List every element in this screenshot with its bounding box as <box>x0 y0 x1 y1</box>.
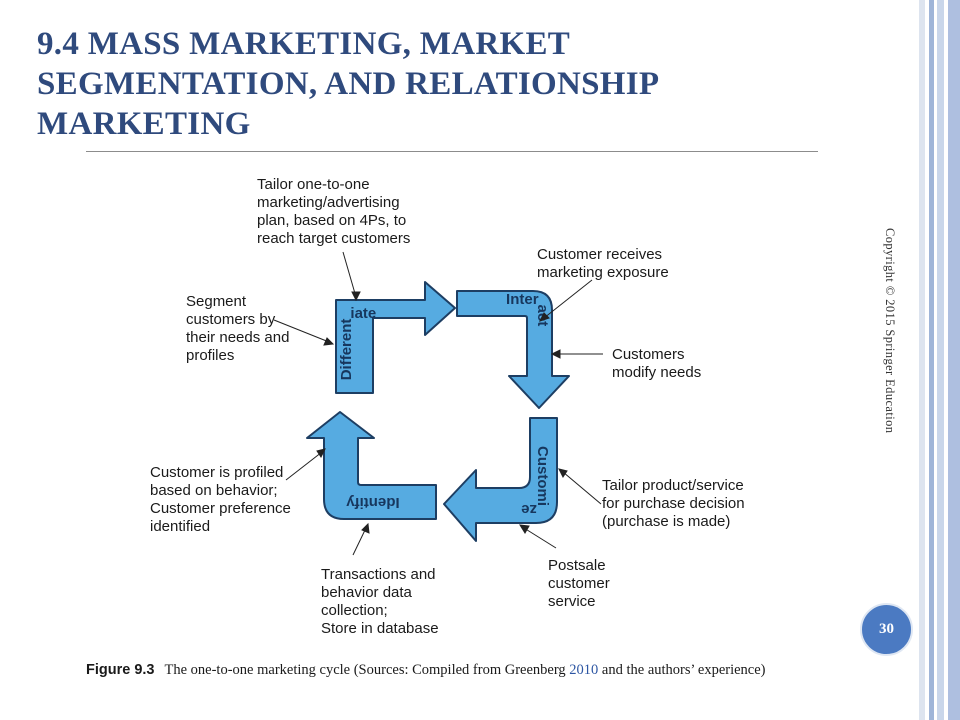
note-profiled: Customer is profiled based on behavior; … <box>150 464 291 535</box>
pointer-tailor-product-head <box>558 468 568 478</box>
pointer-exposure <box>543 279 593 319</box>
pointer-tailor-plan-head <box>351 291 361 302</box>
pointer-transactions-head <box>361 522 370 534</box>
copyright-text: Copyright © 2015 Springer Education <box>883 228 897 434</box>
note-exposure: Customer receives marketing exposure <box>537 246 669 281</box>
side-border-outer <box>948 0 960 720</box>
pointer-exposure-head <box>539 312 550 322</box>
slide-title: 9.4 MASS MARKETING, MARKET SEGMENTATION,… <box>37 26 658 142</box>
identify-arrow <box>306 411 437 520</box>
pointer-postsale-head <box>519 524 530 534</box>
caption-year-link[interactable]: 2010 <box>569 662 599 678</box>
note-tailor-plan: Tailor one-to-one marketing/advertising … <box>257 176 411 247</box>
pointer-profiled <box>285 451 323 481</box>
note-tailor-product: Tailor product/service for purchase deci… <box>602 477 745 530</box>
figure-label: Figure 9.3 <box>86 662 155 678</box>
page-number-badge: 30 <box>860 603 913 656</box>
side-border-pale <box>937 0 944 720</box>
pointer-tailor-plan <box>342 251 357 298</box>
copyright-notice: Copyright © 2015 Springer Education <box>879 228 897 518</box>
pointer-modify-head <box>550 349 561 359</box>
marketing-cycle-diagram: Differentiate Interact Customize Identif… <box>273 251 603 556</box>
differentiate-arrow <box>335 281 456 394</box>
caption-text-end: and the authors’ experience) <box>598 662 766 678</box>
caption-text: The one-to-one marketing cycle (Sources:… <box>164 662 570 678</box>
title-divider <box>86 151 818 152</box>
note-transactions: Transactions and behavior data collectio… <box>321 566 439 637</box>
pointer-postsale <box>523 527 557 549</box>
note-modify: Customers modify needs <box>612 346 702 381</box>
customize-arrow <box>443 417 558 542</box>
note-segment: Segment customers by their needs and pro… <box>186 293 290 364</box>
interact-arrow <box>456 290 570 409</box>
figure-caption: Figure 9.3 The one-to-one marketing cycle… <box>86 662 766 679</box>
pointer-segment-head <box>323 337 335 346</box>
side-border-light <box>919 0 925 720</box>
note-postsale: Postsale customer service <box>548 557 610 610</box>
pointer-transactions <box>352 527 367 556</box>
side-border-blue <box>929 0 934 720</box>
stage-label-identify: Identify <box>346 494 400 511</box>
pointer-segment <box>273 319 330 343</box>
pointer-tailor-product <box>562 471 602 505</box>
pointer-profiled-head <box>316 448 326 458</box>
